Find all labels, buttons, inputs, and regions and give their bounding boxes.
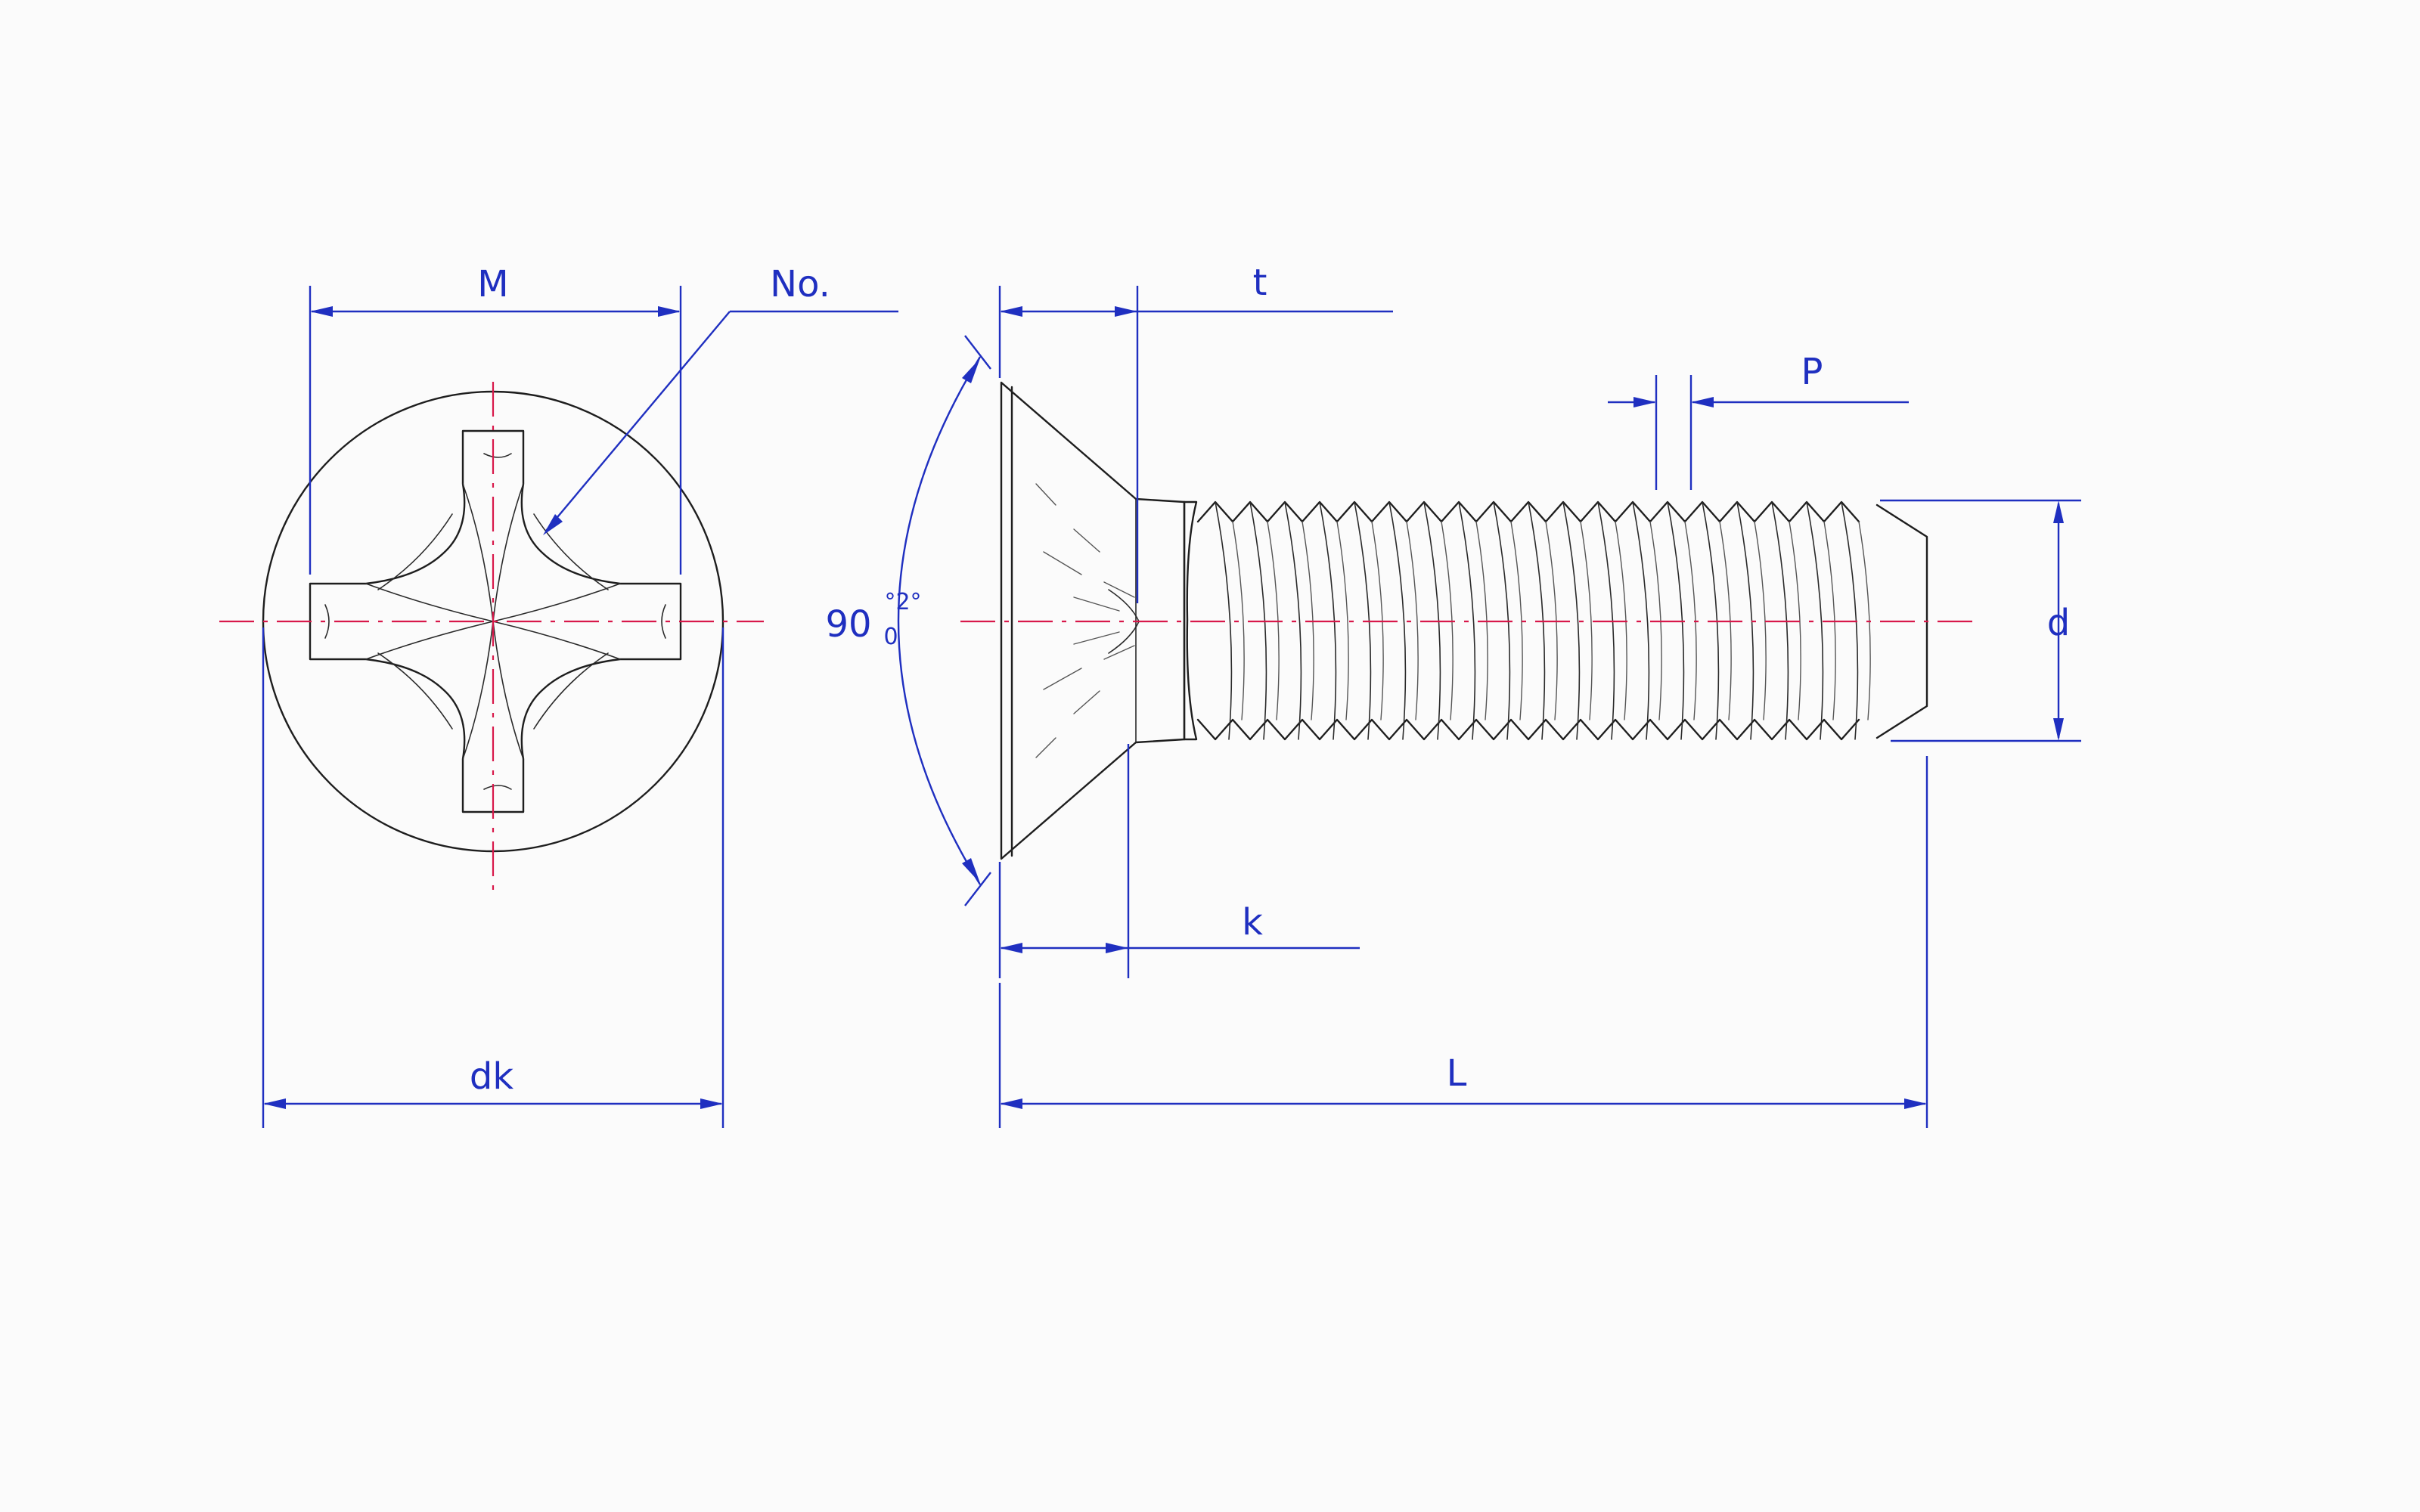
thread-root [1580,521,1593,720]
thread-flank [1215,501,1233,740]
label-angle-tol-lower: 0 [883,624,898,650]
thread-root [1754,521,1767,720]
thread-flank [1284,501,1302,740]
head-recess-lines [1035,483,1140,758]
dim-m: M [309,263,682,575]
dim-l: L [998,756,1928,1128]
dimensions: M No. dk t [262,262,2081,1128]
label-m: M [477,263,508,305]
label-angle-tol-upper: °2° [884,589,921,615]
thread-root [1406,521,1419,720]
cross-recess [309,429,682,813]
label-no: No. [770,263,830,305]
label-angle: 90 [825,603,871,646]
thread-crest-bottom [1196,718,1860,741]
label-d: d [2047,602,2070,644]
label-p: P [1801,351,1823,393]
dim-k: k [998,744,1360,978]
thread-flank [1562,501,1581,740]
dim-t: t [998,262,1393,603]
label-dk: dk [470,1055,513,1098]
thread-flank [1632,501,1650,740]
dim-d: d [1880,499,2081,742]
dim-no: No. [543,263,898,535]
thread-root [1510,521,1523,720]
label-k: k [1242,901,1263,943]
dim-angle: 90 °2° 0 [825,335,991,906]
thread-flank [1388,501,1407,740]
thread-root [1232,521,1245,720]
dim-dk: dk [262,627,724,1128]
side-view [960,381,1974,860]
thread-flank [1806,501,1824,740]
thread-flank [1458,501,1476,740]
label-l: L [1447,1052,1467,1095]
thread-root [1336,521,1349,720]
dim-p: P [1608,351,1909,490]
top-view [219,382,764,892]
label-t: t [1253,262,1267,304]
